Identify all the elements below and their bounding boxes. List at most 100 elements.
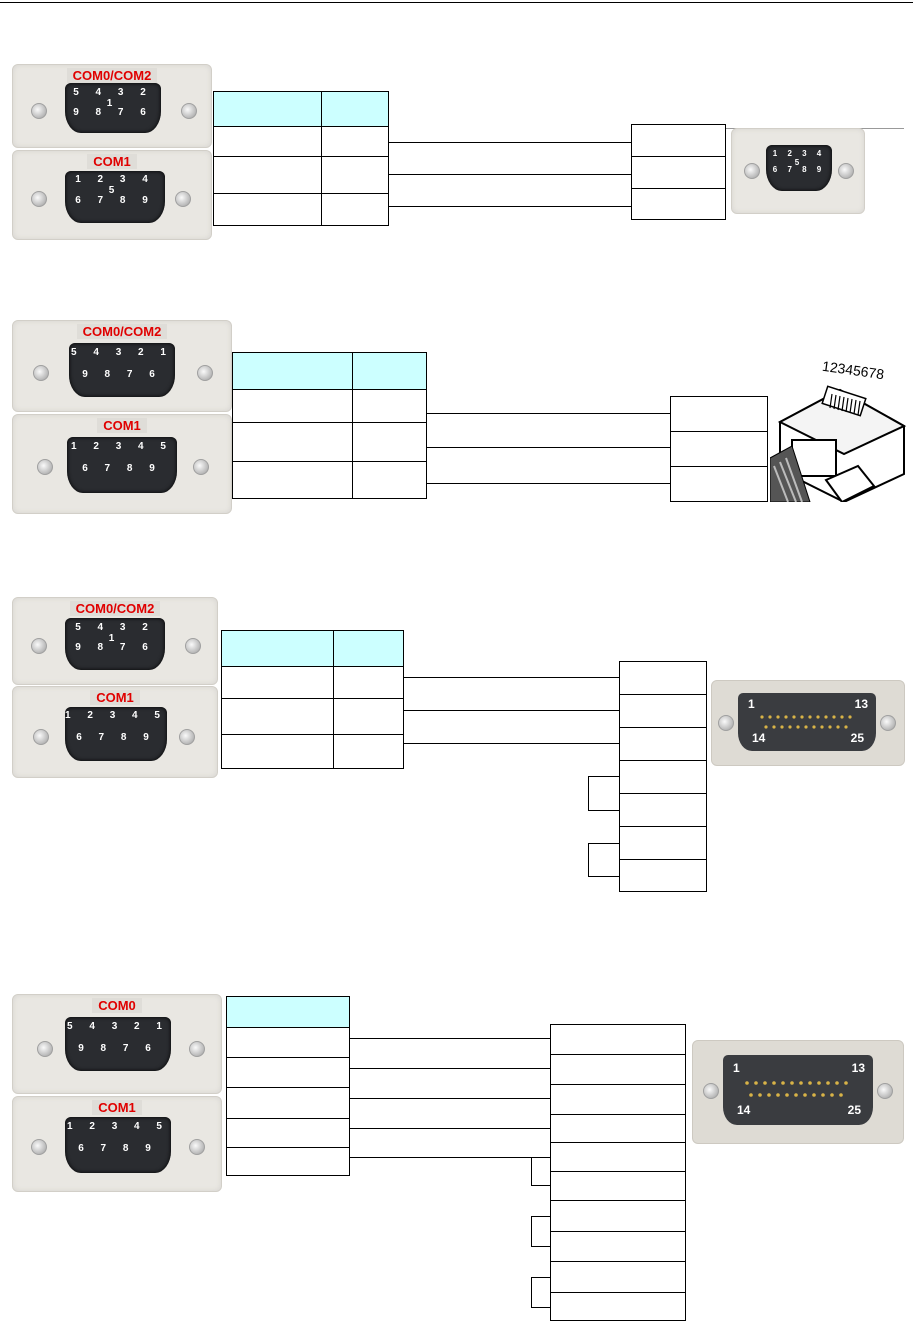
jumper-wire [531,1185,550,1186]
wire [350,1128,550,1129]
de9-shell: 1 2 3 4 5 6 7 8 9 [766,145,832,191]
de9-shell: 1 2 3 4 5 6 7 8 9 [65,1117,171,1173]
screw-icon [31,191,47,207]
screw-icon [197,365,213,381]
com0-com2-connector-icon: COM0/COM2 5 4 3 2 1 9 8 7 6 [12,597,218,685]
table-cell [619,826,707,860]
jumper-wire [531,1157,532,1185]
table-cell [670,466,768,502]
jumper-wire [531,1307,550,1308]
table-cell [232,461,353,499]
pin-label: 13 [854,697,868,711]
pin-label: 1 [733,1061,740,1075]
table-header-cell [333,630,404,667]
table-cell [550,1142,686,1172]
screw-icon [193,459,209,475]
table-cell [226,1118,350,1148]
screw-icon [703,1083,719,1099]
pin-label: 25 [850,731,864,745]
pin-label: 13 [851,1061,865,1075]
connector-label: COM1 [97,418,147,433]
com1-connector-icon: COM1 1 2 3 4 5 6 7 8 9 [12,686,218,778]
connector-label: COM0/COM2 [66,68,158,83]
de9-shell: 1 2 3 4 5 6 7 8 9 [65,707,167,761]
de9-shell: 1 2 3 4 5 6 7 8 9 [67,437,177,493]
table-cell [670,396,768,432]
table-cell [352,422,427,462]
table-cell [550,1114,686,1143]
table-cell [333,666,404,699]
connector-label: COM1 [87,154,137,169]
connector-label: COM0/COM2 [76,324,168,339]
connector-label: COM0 [92,998,142,1013]
pin-label: 14 [737,1103,751,1117]
table-cell [221,666,334,699]
wire [427,483,670,484]
table-cell [550,1171,686,1201]
screw-icon [175,191,191,207]
jumper-wire [588,776,589,810]
table-cell [226,1057,350,1088]
screw-icon [189,1041,205,1057]
db25-pins [745,1081,848,1097]
table-cell [619,727,707,761]
connector-label: COM1 [90,690,140,705]
wire [350,1038,550,1039]
de9-shell: 1 2 3 4 5 6 7 8 9 [65,171,165,223]
pin-label: 25 [847,1103,861,1117]
table-cell [213,156,322,194]
table-header-cell [213,91,322,127]
pin-label: 14 [752,731,766,745]
jumper-wire [588,876,619,877]
table-cell [226,1027,350,1058]
jumper-wire [588,810,619,811]
screw-icon [744,163,760,179]
pin-numbers-bottom: 6 7 8 9 [772,165,826,174]
table-cell [352,461,427,499]
screw-icon [189,1139,205,1155]
com0-connector-icon: COM0 5 4 3 2 1 9 8 7 6 [12,994,222,1094]
table-cell [352,389,427,423]
table-cell [321,156,389,194]
table-cell [619,760,707,794]
table-cell [213,126,322,157]
pin-numbers-top: 5 4 3 2 1 [67,1021,169,1032]
table-cell [333,734,404,769]
pin-numbers-top: 5 4 3 2 1 [73,87,153,109]
db25-shell: 1 13 14 25 [738,693,876,751]
table-cell [333,698,404,735]
db25-connector-icon: 1 13 14 25 [711,680,905,766]
db25-shell: 1 13 14 25 [723,1055,873,1125]
jumper-wire [531,1277,550,1278]
jumper-wire [531,1216,532,1246]
pin-numbers-bottom: 6 7 8 9 [82,463,162,474]
wire [427,413,670,414]
table-cell [550,1054,686,1085]
pin-numbers-top: 1 2 3 4 5 [75,174,155,196]
de9-shell: 5 4 3 2 1 9 8 7 6 [65,618,165,670]
pin-numbers-top: 1 2 3 4 5 [67,1121,169,1132]
pin-numbers-bottom: 9 8 7 6 [78,1043,158,1054]
com0-com2-connector-icon: COM0/COM2 5 4 3 2 1 9 8 7 6 [12,64,212,148]
table-cell [550,1231,686,1262]
com0-com2-connector-icon: COM0/COM2 5 4 3 2 1 9 8 7 6 [12,320,232,412]
wire [404,743,619,744]
pin-numbers-top: 1 2 3 4 5 [65,710,167,721]
jumper-wire [531,1277,532,1307]
screw-icon [31,1139,47,1155]
table-cell [619,694,707,728]
com1-connector-icon: COM1 1 2 3 4 5 6 7 8 9 [12,414,232,514]
wire [350,1068,550,1069]
de9-shell: 5 4 3 2 1 9 8 7 6 [65,83,161,133]
pin-numbers-bottom: 9 8 7 6 [73,107,153,118]
pin-numbers-bottom: 9 8 7 6 [82,369,162,380]
table-cell [550,1292,686,1321]
table-cell [619,661,707,695]
table-cell [631,156,726,189]
table-cell [550,1084,686,1115]
table-header-cell [321,91,389,127]
com1-connector-icon: COM1 1 2 3 4 5 6 7 8 9 [12,150,212,240]
screw-icon [181,103,197,119]
screw-icon [37,1041,53,1057]
de9-connector-icon: 1 2 3 4 5 6 7 8 9 [731,128,865,214]
